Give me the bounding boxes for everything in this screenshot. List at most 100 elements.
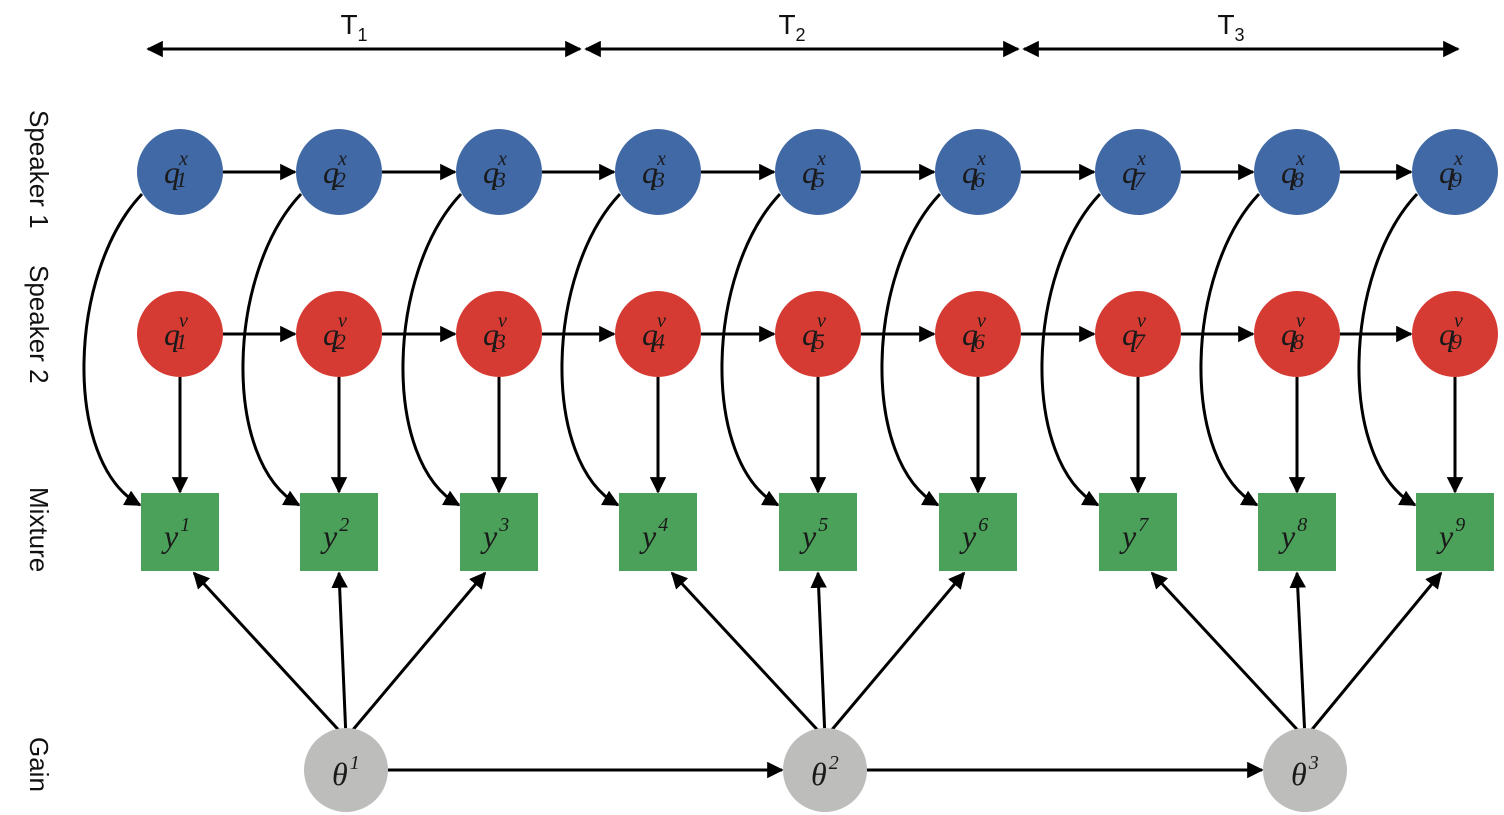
mixture-square <box>1416 493 1494 571</box>
row-label-speaker2: Speaker 2 <box>24 265 54 384</box>
mixture-square <box>300 493 378 571</box>
speaker1-circle <box>1412 129 1498 215</box>
mixture-square <box>619 493 697 571</box>
gain-circle <box>1263 728 1347 812</box>
edge-gain-to-mixture <box>331 571 348 739</box>
edge-gain-to-mixture <box>1150 571 1307 740</box>
speaker1-circle <box>456 129 542 215</box>
speaker1-circle <box>935 129 1021 215</box>
edge-gain-to-mixture <box>823 571 966 739</box>
edge-gain-to-mixture <box>344 571 487 739</box>
mixture-square <box>1099 493 1177 571</box>
speaker2-circle <box>615 291 701 377</box>
mixture-square <box>779 493 857 571</box>
edge-speaker1-to-mixture <box>1199 192 1261 507</box>
speaker1-circle <box>1254 129 1340 215</box>
speaker2-circle <box>1254 291 1340 377</box>
edge-speaker1-to-mixture <box>1357 192 1419 507</box>
speaker1-circle <box>775 129 861 215</box>
edge-speaker1-to-mixture <box>720 192 782 507</box>
mixture-square <box>141 493 219 571</box>
period-label-1: T1 <box>340 9 367 45</box>
row-label-mixture: Mixture <box>24 487 54 572</box>
edge-speaker1-to-mixture <box>401 192 463 507</box>
edge-gain-to-mixture <box>1289 571 1307 739</box>
period-label-2: T2 <box>778 9 805 45</box>
speaker1-circle <box>615 129 701 215</box>
speaker2-circle <box>1095 291 1181 377</box>
speaker2-circle <box>1412 291 1498 377</box>
period-arrows: T1 T2 T3 <box>146 9 1460 58</box>
edge-gain-to-mixture <box>1303 571 1443 739</box>
edge-gain-to-mixture <box>670 571 827 740</box>
gain-circle <box>304 728 388 812</box>
edge-speaker1-to-mixture <box>82 192 144 507</box>
gain-circle <box>783 728 867 812</box>
period-label-3: T3 <box>1217 9 1244 45</box>
edge-speaker1-to-mixture <box>241 192 303 507</box>
speaker2-circle <box>935 291 1021 377</box>
edge-speaker1-to-mixture <box>560 192 622 507</box>
mixture-square <box>460 493 538 571</box>
mixture-square <box>939 493 1017 571</box>
row-label-speaker1: Speaker 1 <box>24 110 54 229</box>
speaker2-circle <box>296 291 382 377</box>
edge-gain-to-mixture <box>810 571 827 739</box>
edges <box>82 163 1464 779</box>
row-label-gain: Gain <box>24 737 54 792</box>
speaker2-circle <box>456 291 542 377</box>
edge-speaker1-to-mixture <box>880 192 942 507</box>
